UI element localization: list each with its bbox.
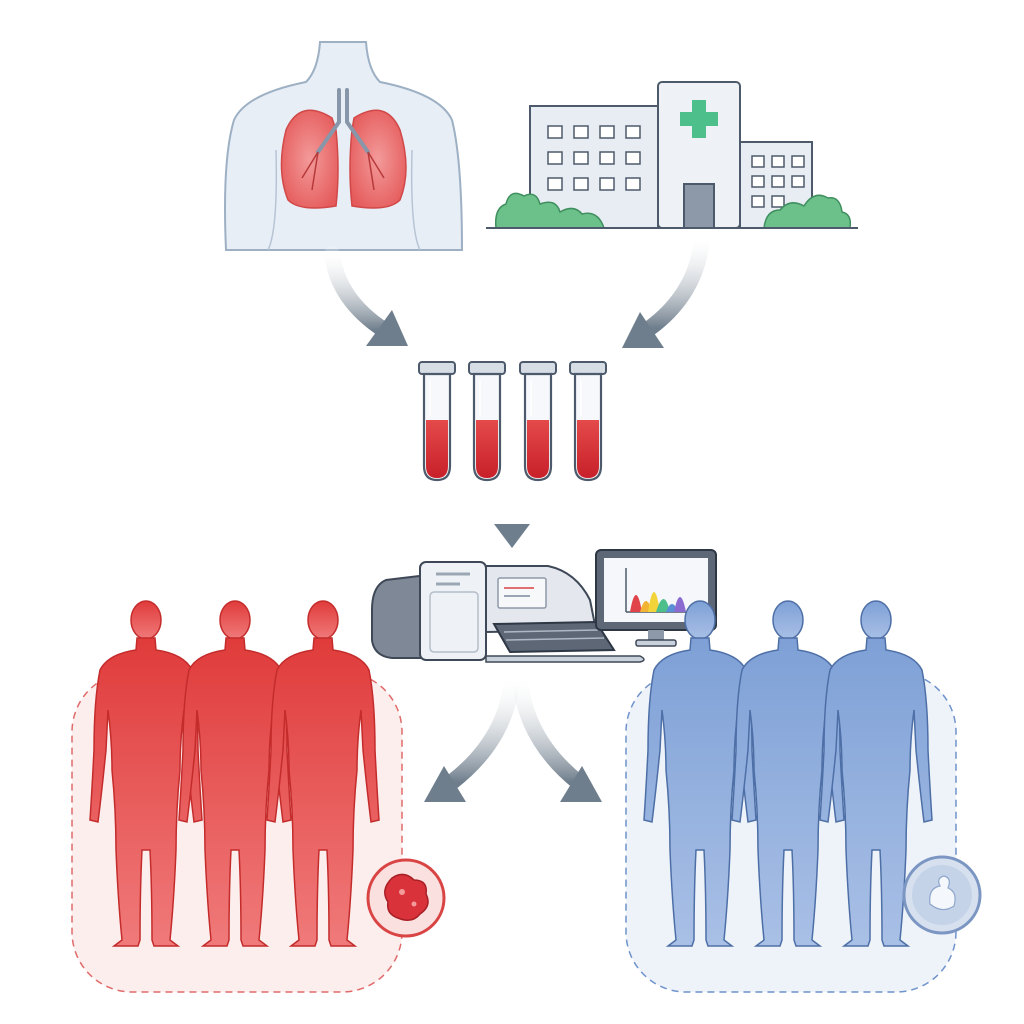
- spectrum-chart-icon: [625, 568, 688, 613]
- arrow-hospital-to-samples: [622, 232, 710, 348]
- blood-sample-tubes: [417, 360, 608, 482]
- torso-lungs-icon: [224, 41, 464, 251]
- arrow-lungs-to-samples: [324, 246, 408, 346]
- healthy-cell-icon: [902, 855, 982, 935]
- test-tube-icon: [518, 360, 558, 482]
- healthy-group-panel: [625, 600, 982, 993]
- monitor-icon: [595, 549, 717, 647]
- disease-group-panel: [71, 600, 446, 993]
- arrow-samples-to-analyzer: [494, 481, 530, 548]
- test-tube-icon: [568, 360, 608, 482]
- lab-analyzer-icon: [371, 561, 645, 663]
- tumor-cell-icon: [366, 858, 446, 938]
- arrow-analyzer-to-healthy: [512, 672, 602, 802]
- test-tube-icon: [417, 360, 457, 482]
- hospital-icon: [486, 81, 858, 229]
- test-tube-icon: [467, 360, 507, 482]
- arrow-analyzer-to-disease: [424, 672, 520, 802]
